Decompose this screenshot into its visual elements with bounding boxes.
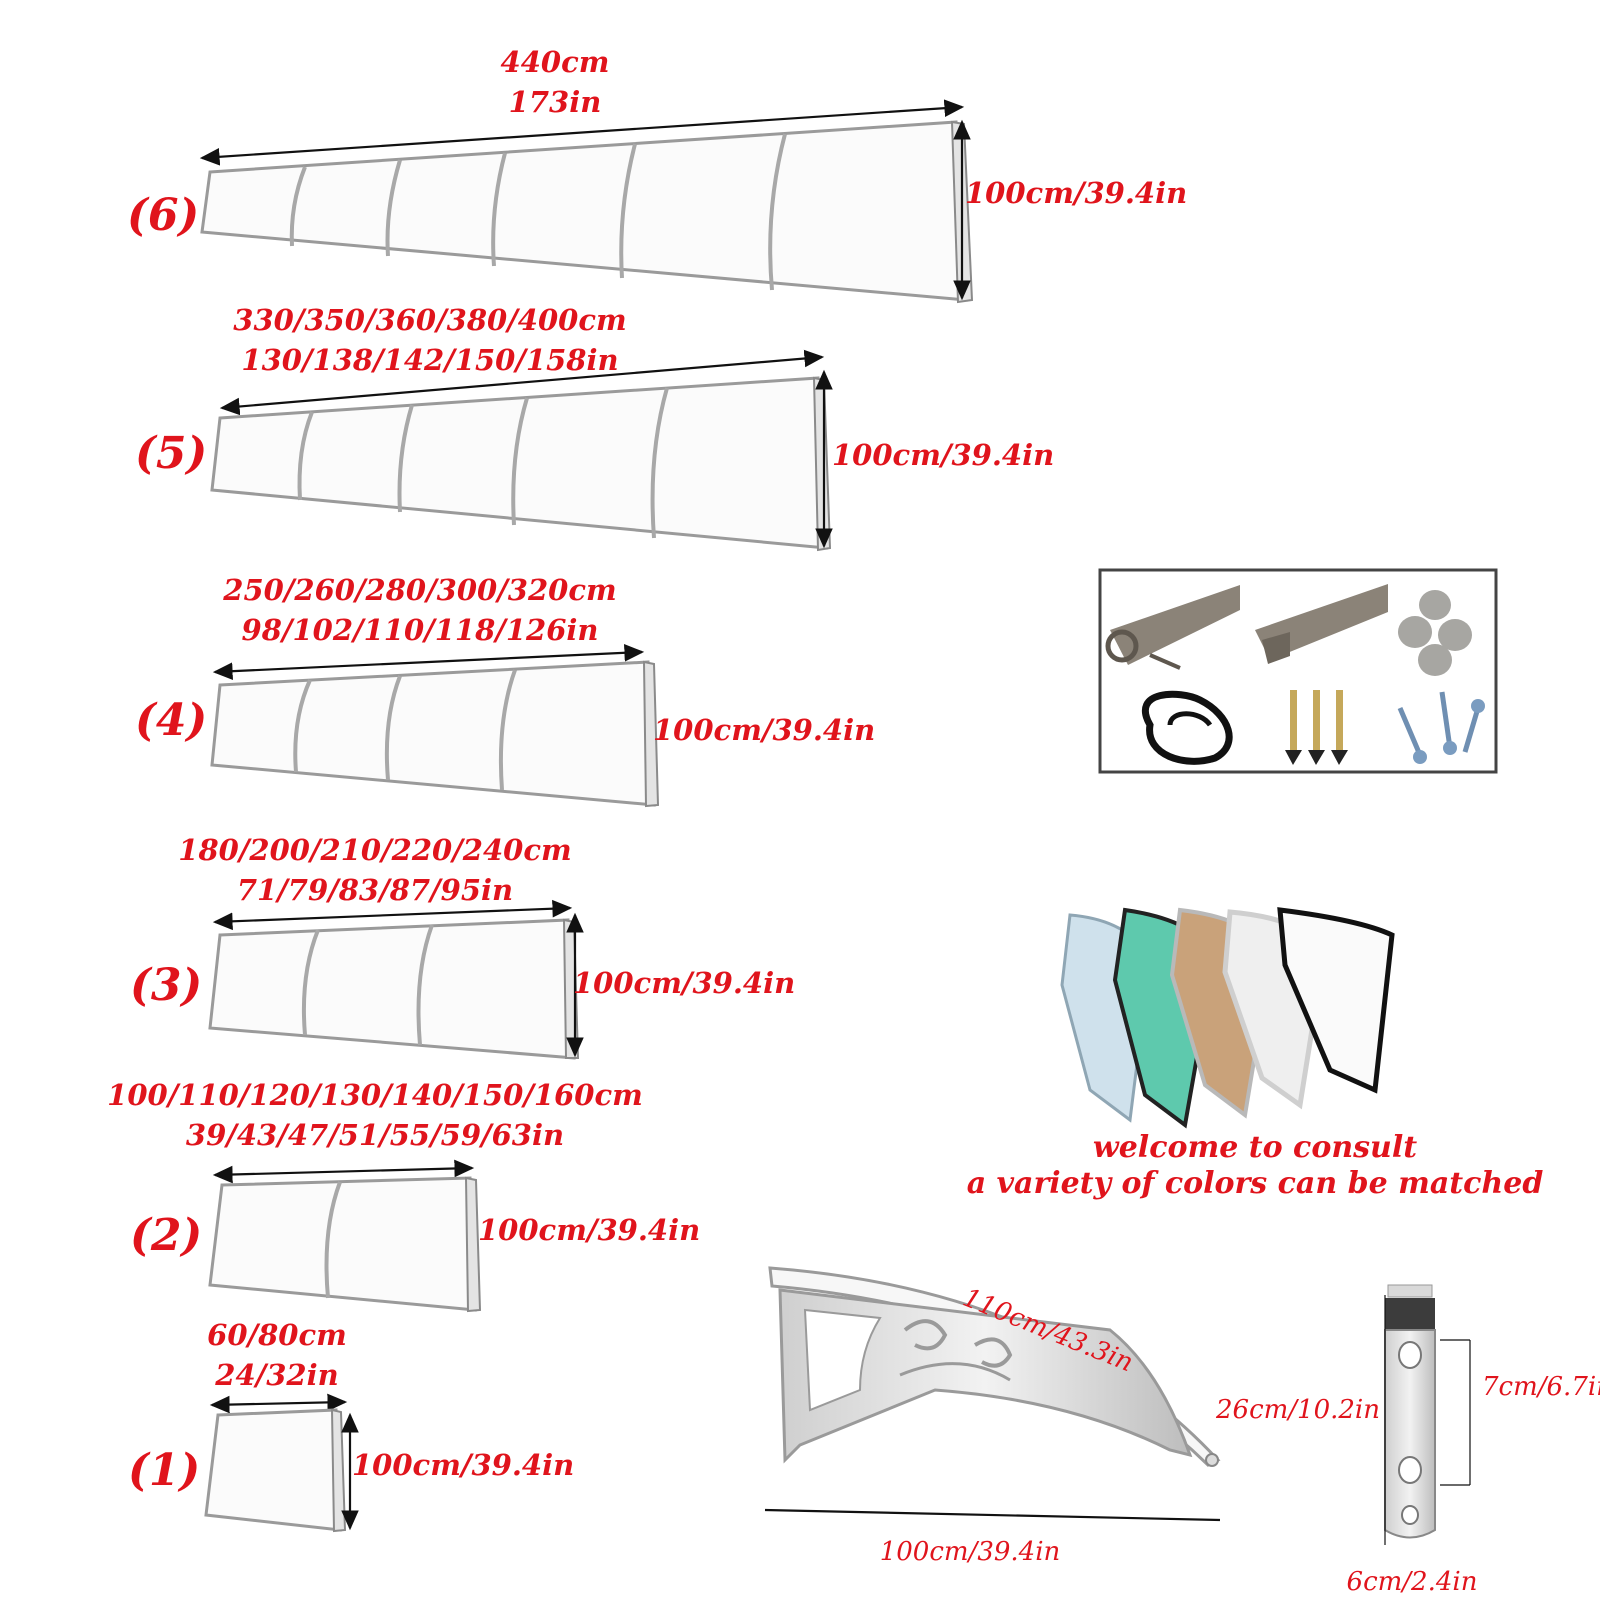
- self-tapping-screws-icon: [1397, 691, 1485, 764]
- awning-2-panel: [208, 1176, 477, 1312]
- awning-2-width-in: 39/43/47/51/55/59/63in: [186, 1118, 564, 1152]
- mount-plate-cap: [1385, 1298, 1435, 1330]
- awning-2-width-arrow: [212, 1159, 475, 1184]
- awning-4-panel: [210, 660, 656, 807]
- awning-1-width-cm: 60/80cm: [207, 1318, 347, 1352]
- awning-4-end-bracket: [642, 660, 660, 808]
- awning-2-height: 100cm/39.4in: [478, 1213, 700, 1247]
- awning-5-end-bracket: [812, 376, 832, 552]
- aluminium-profile-icon: [1105, 585, 1240, 670]
- awning-2-width-cm: 100/110/120/130/140/150/160cm: [107, 1078, 643, 1112]
- expansion-bolts-icon: [1285, 690, 1348, 765]
- awning-5-height: 100cm/39.4in: [832, 438, 1054, 472]
- swatch-clear-black: [1277, 907, 1395, 1094]
- awning-3-index: (3): [130, 960, 202, 1011]
- rubber-caps-icon: [1398, 590, 1472, 676]
- awning-6-index: (6): [127, 190, 199, 241]
- color-variants: [1060, 907, 1395, 1129]
- awning-4-height: 100cm/39.4in: [653, 713, 875, 747]
- awning-1-panel: [204, 1408, 342, 1532]
- awning-3-ribs: [301, 924, 434, 1046]
- awning-3-width-arrow: [212, 899, 573, 931]
- awning-1-index: (1): [128, 1445, 200, 1496]
- awning-4-index: (4): [135, 695, 207, 746]
- awning-1-height: 100cm/39.4in: [352, 1448, 574, 1482]
- sealing-strip-icon: [1141, 690, 1233, 765]
- awning-1: (1) 60/80cm 24/32in 100cm/39.4in: [128, 1318, 574, 1533]
- awning-5: (5) 330/350/360/380/400cm 130/138/142/15…: [135, 303, 1054, 552]
- awning-3-panel: [208, 918, 576, 1060]
- bracket-depth-line: [764, 1508, 1221, 1522]
- awning-6-width-arrow: [199, 99, 965, 166]
- awning-4-width-arrow: [212, 644, 645, 680]
- colors-note-line2: a variety of colors can be matched: [967, 1166, 1544, 1201]
- mount-plate-hole-spacing: 7cm/6.7in: [1482, 1372, 1600, 1402]
- awning-3-height: 100cm/39.4in: [573, 966, 795, 1000]
- awning-5-index: (5): [135, 428, 207, 479]
- awning-3: (3) 180/200/210/220/240cm 71/79/83/87/95…: [130, 833, 795, 1060]
- awning-4-width-cm: 250/260/280/300/320cm: [222, 573, 616, 607]
- awning-2-index: (2): [130, 1210, 202, 1261]
- mount-plate: 26cm/10.2in 7cm/6.7in 6cm/2.4in: [1215, 1284, 1600, 1597]
- awning-4-width-in: 98/102/110/118/126in: [242, 613, 599, 647]
- awning-6-ribs: [289, 133, 787, 291]
- awning-1-end-bracket: [330, 1408, 347, 1533]
- awning-5-ribs: [297, 387, 669, 539]
- awning-2: (2) 100/110/120/130/140/150/160cm 39/43/…: [107, 1078, 700, 1313]
- awning-6-panel: [200, 120, 968, 302]
- awning-5-width-cm: 330/350/360/380/400cm: [233, 303, 626, 337]
- awning-4: (4) 250/260/280/300/320cm 98/102/110/118…: [135, 573, 875, 808]
- colors-note-line1: welcome to consult: [1093, 1130, 1417, 1165]
- awning-6-width-in: 173in: [509, 85, 602, 119]
- awning-5-panel: [210, 376, 828, 550]
- awning-2-end-bracket: [464, 1176, 482, 1313]
- mount-plate-width: 6cm/2.4in: [1347, 1567, 1478, 1597]
- awning-1-width-arrow: [209, 1393, 348, 1414]
- awning-1-width-in: 24/32in: [214, 1358, 338, 1392]
- awning-2-ribs: [324, 1181, 342, 1299]
- bracket-drawing: 110cm/43.3in 100cm/39.4in: [764, 1266, 1221, 1567]
- awning-3-width-cm: 180/200/210/220/240cm: [178, 833, 571, 867]
- awning-5-width-in: 130/138/142/150/158in: [241, 343, 618, 377]
- awning-4-ribs: [293, 669, 517, 791]
- awning-5-width-arrow: [219, 349, 825, 416]
- awning-6-width-cm: 440cm: [501, 45, 610, 79]
- awning-3-width-in: 71/79/83/87/95in: [237, 873, 513, 907]
- awning-6: (6) 440cm 173in 100cm/39.4in: [127, 45, 1187, 304]
- mount-plate-body: [1384, 1329, 1436, 1539]
- awning-6-height: 100cm/39.4in: [965, 176, 1187, 210]
- accessories-panel: [1098, 568, 1498, 774]
- bracket-arm: [778, 1288, 1193, 1464]
- bracket-depth: 100cm/39.4in: [880, 1537, 1061, 1567]
- mount-plate-height: 26cm/10.2in: [1215, 1395, 1380, 1425]
- connector-profile-icon: [1255, 584, 1388, 664]
